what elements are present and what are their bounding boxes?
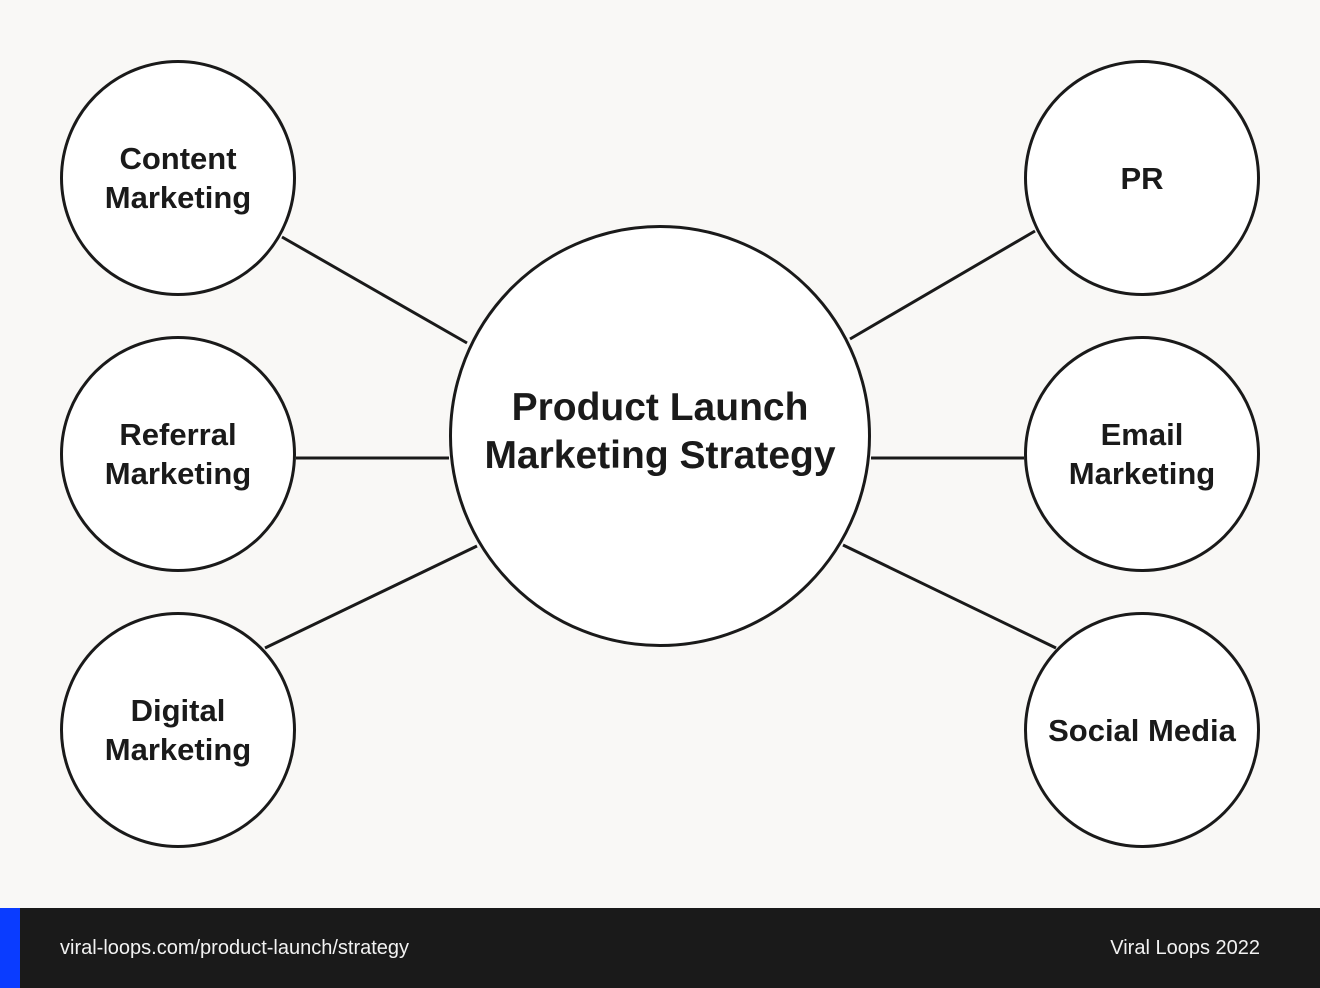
- footer-url: viral-loops.com/product-launch/strategy: [60, 937, 410, 959]
- node-label-line1: Referral: [119, 417, 237, 452]
- node-email-marketing: Email Marketing: [1024, 336, 1260, 572]
- node-label-line2: Marketing: [104, 732, 252, 767]
- node-label-line1: PR: [1120, 160, 1164, 196]
- connector-line-digital-marketing: [264, 544, 478, 650]
- connector-line-pr: [849, 229, 1036, 341]
- node-pr: PR: [1024, 60, 1260, 296]
- central-topic-line2: Marketing Strategy: [484, 434, 836, 477]
- mind-map-diagram: Product Launch Marketing Strategy Conten…: [60, 60, 1260, 848]
- central-topic-node: Product Launch Marketing Strategy: [449, 225, 871, 647]
- node-content-marketing: Content Marketing: [60, 60, 296, 296]
- node-social-media: Social Media: [1024, 612, 1260, 848]
- diagram-connectors: [264, 229, 1057, 650]
- footer-brand: Viral Loops 2022: [1110, 937, 1260, 959]
- node-digital-marketing: Digital Marketing: [60, 612, 296, 848]
- node-label-line1: Digital: [130, 693, 226, 728]
- node-label-line1: Email: [1100, 417, 1184, 452]
- node-label-line1: Content: [119, 141, 237, 176]
- footer-accent-stripe: [0, 908, 20, 988]
- connector-line-social-media: [842, 543, 1057, 650]
- central-topic-line1: Product Launch: [511, 386, 809, 429]
- footer-bar: viral-loops.com/product-launch/strategy …: [0, 908, 1320, 988]
- connector-line-content-marketing: [281, 235, 468, 345]
- node-label-line1: Social Media: [1048, 712, 1236, 748]
- node-label-line2: Marketing: [104, 456, 252, 491]
- node-referral-marketing: Referral Marketing: [60, 336, 296, 572]
- node-label-line2: Marketing: [104, 180, 252, 215]
- node-label-line2: Marketing: [1068, 456, 1216, 491]
